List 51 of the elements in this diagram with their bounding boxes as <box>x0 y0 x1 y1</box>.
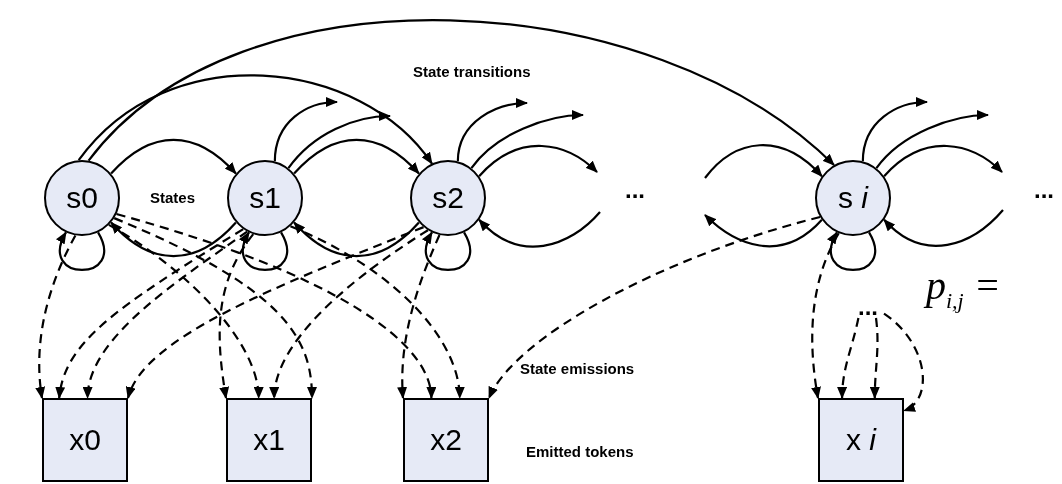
ellipsis-text: ... <box>1034 176 1054 204</box>
arrow <box>704 144 823 179</box>
arrow <box>110 221 237 258</box>
dashed-arrow <box>869 317 880 399</box>
arrow <box>110 138 237 175</box>
token-box: x2 <box>403 398 489 482</box>
arrow <box>883 144 1003 177</box>
token-box: x0 <box>42 398 128 482</box>
dashed-arrow <box>488 215 821 399</box>
dashed-arrow <box>397 234 441 399</box>
arrow <box>422 231 471 271</box>
token-box: x1 <box>226 398 312 482</box>
ellipsis-text: ... <box>852 296 884 318</box>
arrow <box>87 19 835 166</box>
arrow <box>478 211 601 248</box>
arrow <box>77 74 433 165</box>
dashed-arrow <box>837 317 860 399</box>
dashed-arrow <box>113 217 317 399</box>
arrow <box>287 111 391 169</box>
dashed-arrow <box>218 233 255 399</box>
heading-text: State transitions <box>413 63 531 80</box>
dashed-arrow <box>108 223 263 399</box>
arrow <box>293 138 420 175</box>
arrow <box>861 97 928 162</box>
dashed-arrow <box>56 228 244 399</box>
dashed-arrow <box>811 232 840 399</box>
arrow <box>875 110 989 169</box>
dashed-arrow <box>83 230 248 399</box>
dashed-arrow <box>270 229 429 399</box>
arrow <box>478 144 598 177</box>
arrow <box>883 209 1004 247</box>
arrow <box>704 214 823 248</box>
arrow <box>470 110 584 169</box>
arrow <box>273 97 338 162</box>
state-circle: s i <box>815 160 891 236</box>
state-circle: s0 <box>44 160 120 236</box>
ellipsis-text: ... <box>625 176 645 204</box>
label-text: State emissions <box>520 360 635 377</box>
arrow <box>456 98 528 162</box>
token-box: x i <box>818 398 904 482</box>
arrow <box>827 231 876 271</box>
dashed-arrow <box>883 312 924 412</box>
state-circle: s2 <box>410 160 486 236</box>
arrow <box>56 231 105 271</box>
label-text: States <box>150 189 196 206</box>
state-circle: s1 <box>227 160 303 236</box>
arrow <box>239 231 288 271</box>
dashed-arrow <box>290 225 464 399</box>
dashed-arrow <box>35 234 77 399</box>
arrow <box>293 221 420 258</box>
label-text: Emitted tokens <box>526 443 634 460</box>
